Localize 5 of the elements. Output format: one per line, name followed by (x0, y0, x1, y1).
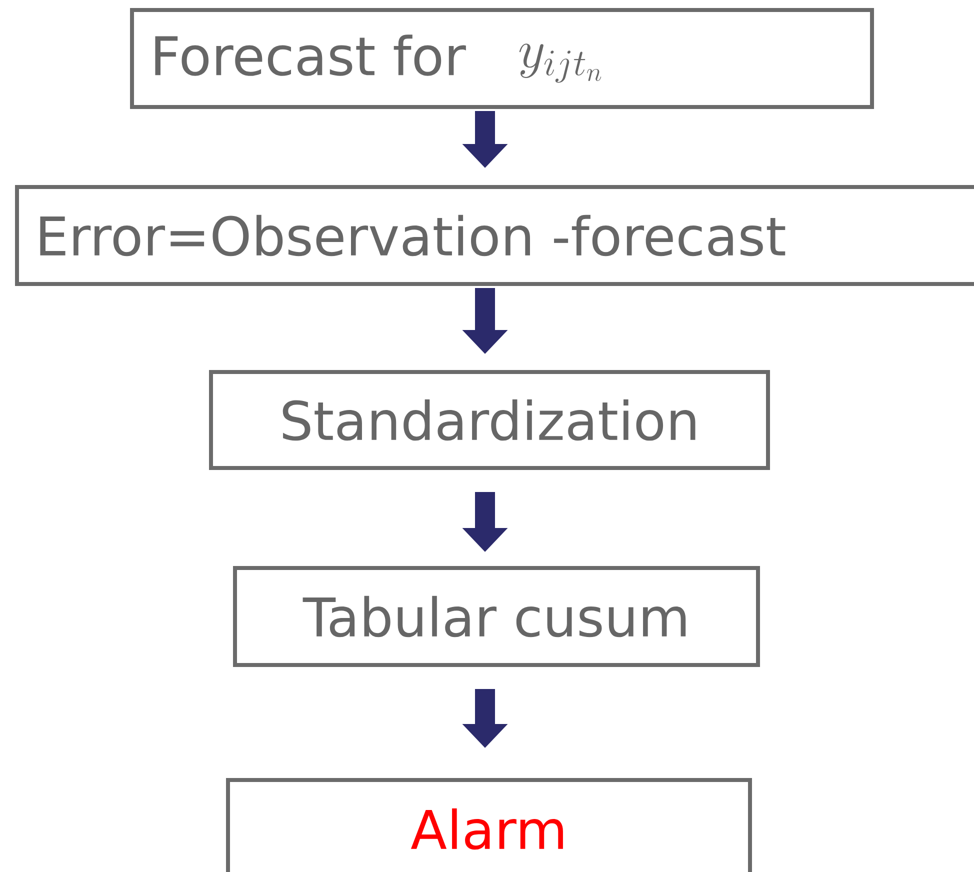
process-box: Alarm (226, 778, 752, 872)
process-box: Error=Observation -forecast (15, 185, 974, 286)
process-box: Tabular cusum (233, 566, 760, 667)
process-box: Standardization (209, 370, 770, 470)
process-box: Forecast for $y_{ijt_n}$ (130, 8, 874, 109)
